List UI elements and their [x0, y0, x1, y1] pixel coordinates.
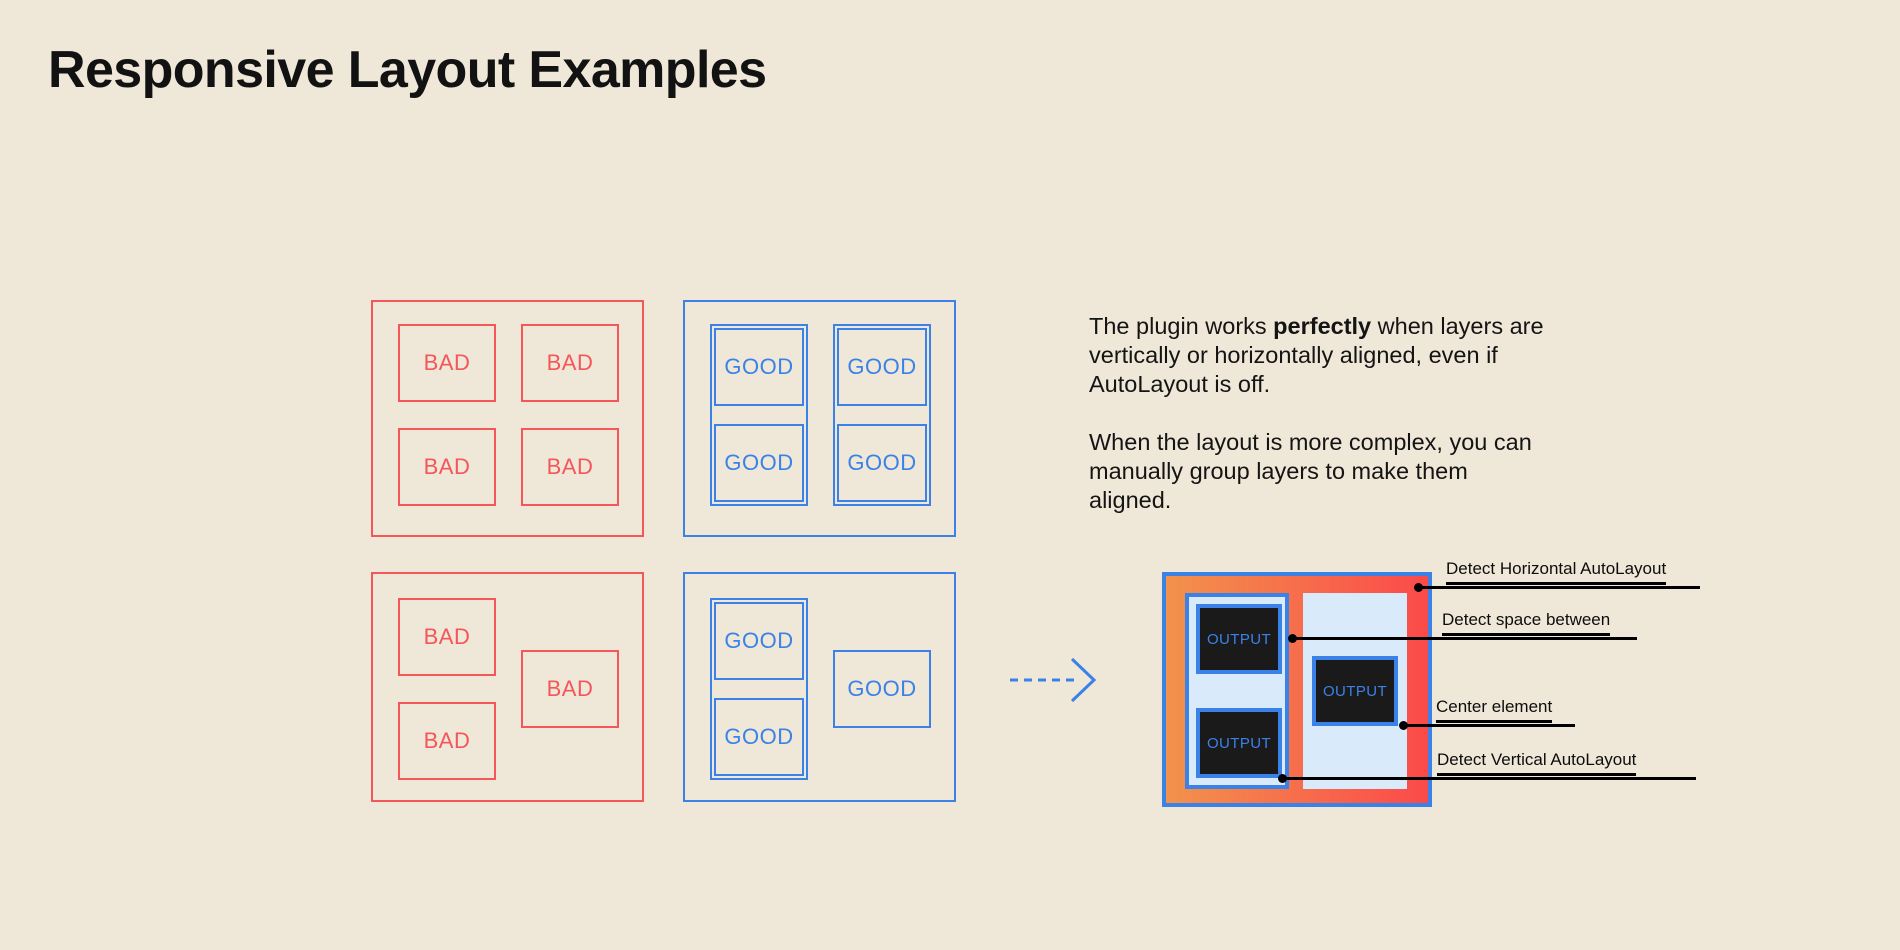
annotation-line	[1418, 586, 1700, 589]
good-item-label: GOOD	[847, 676, 917, 701]
bad-item: BAD	[521, 324, 619, 402]
para1-after: when layers are vertically or horizontal…	[1089, 313, 1544, 397]
good-item-label: GOOD	[847, 450, 917, 475]
mock-left-column: OUTPUT OUTPUT	[1185, 593, 1289, 789]
example-grid-good-panel: GOOD GOOD GOOD GOOD	[683, 300, 956, 537]
good-item-label: GOOD	[847, 354, 917, 379]
good-item-label: GOOD	[724, 354, 794, 379]
annotation-line	[1282, 777, 1696, 780]
bad-item: BAD	[398, 324, 496, 402]
bad-item-label: BAD	[423, 728, 471, 753]
para1-before: The plugin works	[1089, 313, 1274, 339]
bad-item-label: BAD	[423, 624, 471, 649]
flow-arrow-icon	[1010, 655, 1100, 705]
group-frame	[710, 324, 808, 506]
para1-bold: perfectly	[1273, 313, 1372, 339]
output-label: OUTPUT	[1322, 682, 1388, 700]
good-item-label: GOOD	[724, 450, 794, 475]
example-grid-bad-panel: BAD BAD BAD BAD	[371, 300, 644, 537]
bad-item-label: BAD	[423, 350, 471, 375]
mock-right-column: OUTPUT	[1303, 593, 1407, 789]
bad-item-label: BAD	[423, 454, 471, 479]
annotation-line	[1403, 724, 1575, 727]
annotation-label: Detect Vertical AutoLayout	[1437, 750, 1637, 776]
bad-item: BAD	[398, 598, 496, 676]
output-box: OUTPUT	[1196, 708, 1282, 778]
good-item: GOOD	[837, 328, 927, 406]
description-paragraph-1: The plugin works perfectly when layers a…	[1089, 312, 1549, 399]
good-item: GOOD	[714, 328, 804, 406]
annotation-label: Center element	[1436, 697, 1553, 723]
good-item-label: GOOD	[724, 628, 794, 653]
page-title: Responsive Layout Examples	[48, 41, 767, 99]
bad-item-label: BAD	[546, 676, 594, 701]
output-box: OUTPUT	[1312, 656, 1398, 726]
bad-item-label: BAD	[546, 454, 594, 479]
group-frame	[710, 598, 808, 780]
good-item: GOOD	[714, 698, 804, 776]
good-item: GOOD	[837, 424, 927, 502]
good-item: GOOD	[833, 650, 931, 728]
output-label: OUTPUT	[1206, 734, 1272, 752]
annotation-line	[1292, 637, 1637, 640]
output-box: OUTPUT	[1196, 604, 1282, 674]
annotation-label: Detect space between	[1442, 610, 1611, 636]
good-item: GOOD	[714, 602, 804, 680]
description-text: The plugin works perfectly when layers a…	[1089, 312, 1549, 515]
annotation-label: Detect Horizontal AutoLayout	[1446, 559, 1667, 585]
paragraph-spacer	[1089, 399, 1549, 428]
good-item-label: GOOD	[724, 724, 794, 749]
example-complex-bad-panel: BAD BAD BAD	[371, 572, 644, 802]
example-complex-good-panel: GOOD GOOD GOOD	[683, 572, 956, 802]
bad-item: BAD	[398, 428, 496, 506]
bad-item: BAD	[521, 428, 619, 506]
bad-item: BAD	[521, 650, 619, 728]
output-label: OUTPUT	[1206, 630, 1272, 648]
good-item: GOOD	[714, 424, 804, 502]
bad-item: BAD	[398, 702, 496, 780]
result-mockup-panel: OUTPUT OUTPUT OUTPUT	[1162, 572, 1432, 807]
bad-item-label: BAD	[546, 350, 594, 375]
group-frame	[833, 324, 931, 506]
description-paragraph-2: When the layout is more complex, you can…	[1089, 429, 1532, 513]
